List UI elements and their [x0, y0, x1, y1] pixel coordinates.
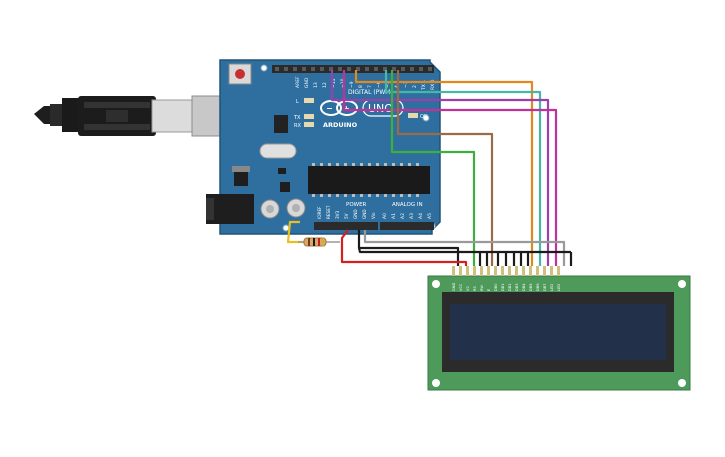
svg-text:−: − [326, 104, 333, 113]
svg-text:GND: GND [362, 209, 367, 219]
arduino-wordmark: ARDUINO [323, 121, 358, 129]
digital-pin-labels: AREF GND 13 12 ~11 ~10 ~9 8 7 ~6 ~5 4 ~3… [295, 76, 436, 91]
pin-label-7: 7 [367, 85, 373, 88]
svg-text:RESET: RESET [326, 205, 331, 219]
wire-gray[interactable] [363, 230, 566, 266]
wire-magenta[interactable] [342, 70, 558, 266]
led-l [304, 98, 314, 103]
svg-text:Vin: Vin [371, 212, 376, 219]
svg-text:DB1: DB1 [501, 283, 505, 291]
wire-orange[interactable] [354, 70, 534, 266]
svg-text:GND: GND [452, 283, 456, 291]
svg-text:E: E [487, 288, 491, 291]
svg-text:A4: A4 [418, 213, 424, 219]
reset-button[interactable] [228, 63, 252, 85]
lcd-header-pins [452, 266, 560, 276]
svg-text:DB0: DB0 [494, 283, 498, 291]
power-header [314, 222, 378, 230]
svg-text:DB4: DB4 [522, 283, 526, 291]
small-ic [274, 115, 288, 133]
svg-text:5V: 5V [344, 213, 349, 219]
svg-text:A1: A1 [391, 213, 397, 219]
pin-label-gnd: GND [304, 77, 310, 88]
svg-text:VCC: VCC [459, 283, 463, 291]
svg-text:LED: LED [550, 284, 554, 291]
pin-label-8: 8 [358, 85, 364, 88]
capacitor-1-top [266, 205, 274, 213]
svg-text:A5: A5 [427, 213, 433, 219]
svg-text:+: + [343, 104, 350, 113]
pin-label-5: ~5 [385, 81, 391, 88]
pin-label-aref: AREF [295, 76, 301, 88]
wire-yellow[interactable] [286, 220, 306, 244]
svg-text:DB5: DB5 [529, 283, 533, 291]
smd-part [280, 182, 290, 192]
led-l-label: L [296, 99, 299, 105]
regulator-tab [232, 166, 250, 172]
led-tx [304, 114, 314, 119]
usb-cable[interactable] [34, 96, 195, 136]
wire-red[interactable] [340, 229, 468, 266]
wire-purple[interactable] [330, 70, 550, 266]
crystal [259, 143, 297, 159]
pin-label-tx1: TX 1 [421, 80, 427, 91]
smd-part-2 [278, 168, 286, 174]
svg-text:DB6: DB6 [536, 283, 540, 291]
wire-black-3[interactable] [478, 250, 573, 266]
wire-green[interactable] [390, 70, 476, 266]
lcd-pin-labels: GND VCC V0 RS RW E DB0 DB1 DB2 DB3 DB4 D… [452, 283, 561, 291]
uno-text: UNO [368, 102, 393, 115]
digital-label: DIGITAL (PWM ~) [348, 89, 400, 96]
power-jack-front [206, 198, 214, 220]
wire-brown[interactable] [396, 70, 494, 266]
power-pin-labels: IOREF RESET 3V3 5V GND GND Vin [317, 205, 376, 219]
svg-text:V0: V0 [466, 286, 470, 291]
pin-label-13: 13 [313, 82, 319, 88]
chip-pins [312, 163, 419, 197]
led-on [408, 113, 418, 118]
pin-label-11: ~11 [331, 78, 337, 88]
svg-text:3V3: 3V3 [335, 210, 340, 219]
on-label: ON [420, 114, 428, 120]
svg-text:A2: A2 [400, 213, 406, 219]
capacitor-2-top [292, 204, 300, 212]
lcd-16x2-module[interactable] [427, 275, 691, 391]
pin-label-rx0: RX 0 [430, 79, 436, 90]
wire-black-1[interactable] [357, 230, 460, 266]
pin-label-3: ~3 [403, 81, 409, 88]
pin-label-12: 12 [322, 82, 328, 88]
svg-text:IOREF: IOREF [317, 206, 322, 219]
svg-text:RW: RW [480, 285, 484, 291]
led-rx-label: RX [294, 123, 301, 129]
atmega-chip [308, 166, 430, 194]
digital-header [272, 65, 434, 73]
wire-black-2[interactable] [357, 247, 530, 266]
svg-text:RS: RS [473, 286, 477, 291]
svg-text:DB3: DB3 [515, 283, 519, 291]
pin-label-6: ~6 [376, 81, 382, 88]
svg-text:A3: A3 [409, 213, 415, 219]
svg-text:DB2: DB2 [508, 283, 512, 291]
pin-label-9: ~9 [349, 81, 355, 88]
resistor[interactable] [298, 237, 340, 247]
svg-text:DB7: DB7 [543, 283, 547, 291]
led-tx-label: TX [293, 115, 301, 121]
analog-pin-labels: A0 A1 A2 A3 A4 A5 [382, 213, 433, 219]
digital-header-pins [275, 67, 432, 71]
svg-text:A0: A0 [382, 213, 388, 219]
led-rx [304, 122, 314, 127]
wire-teal[interactable] [384, 70, 542, 266]
power-label: POWER [346, 202, 367, 208]
regulator [234, 170, 248, 186]
svg-text:LED: LED [557, 284, 561, 291]
analog-header [380, 222, 434, 230]
analog-label: ANALOG IN [392, 202, 423, 208]
pin-label-2: 2 [412, 85, 418, 88]
svg-text:GND: GND [353, 209, 358, 219]
